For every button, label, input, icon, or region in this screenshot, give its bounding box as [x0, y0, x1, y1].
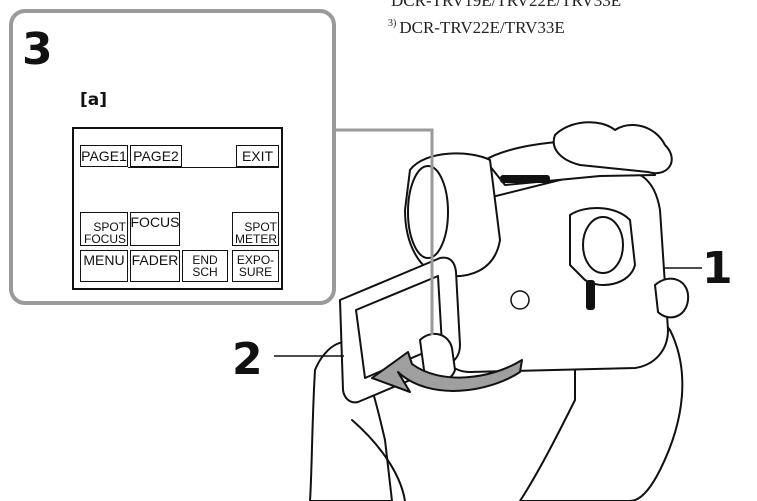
- menu-button[interactable]: MENU: [80, 250, 128, 282]
- exposure-label-2: SURE: [238, 265, 273, 279]
- spot-focus-label-1: SPOT: [93, 220, 126, 234]
- end-search-label-1: END: [192, 253, 218, 267]
- exit-button[interactable]: EXIT: [236, 145, 279, 167]
- lens-front: [407, 165, 449, 259]
- end-search-button[interactable]: END SCH: [182, 250, 228, 282]
- exposure-button[interactable]: EXPO- SURE: [232, 250, 279, 282]
- fader-button[interactable]: FADER: [130, 250, 180, 282]
- page2-tab[interactable]: PAGE2: [130, 145, 182, 167]
- top-button: [500, 175, 550, 183]
- focus-button[interactable]: FOCUS: [130, 212, 180, 246]
- spot-meter-button[interactable]: SPOT METER: [232, 212, 279, 246]
- touch-panel-screen: PAGE1 PAGE2 EXIT SPOT FOCUS FOCUS SPOT M…: [72, 127, 283, 290]
- model-note-line-1: DCR-TRV19E/TRV22E/TRV33E: [388, 0, 621, 11]
- spot-meter-label-2: METER: [235, 232, 277, 246]
- fingers: [552, 121, 673, 175]
- eyepiece-cup: [582, 216, 624, 274]
- end-search-label-2: SCH: [192, 265, 218, 279]
- footnote-mark: 3): [388, 18, 397, 29]
- step-3-number: 3: [22, 24, 53, 75]
- step-1-number: 1: [702, 243, 733, 294]
- speaker-grille: [510, 290, 530, 310]
- tab-underline: [128, 167, 279, 168]
- model-note-line-2: 3)DCR-TRV22E/TRV33E: [388, 18, 565, 38]
- spot-meter-label-1: SPOT: [244, 220, 277, 234]
- spot-focus-button[interactable]: SPOT FOCUS: [80, 212, 128, 246]
- callout-leader: [336, 128, 434, 335]
- model-note-text: DCR-TRV22E/TRV33E: [399, 18, 565, 37]
- model-note-text: DCR-TRV19E/TRV22E/TRV33E: [391, 0, 622, 10]
- spot-focus-label-2: FOCUS: [84, 232, 126, 246]
- page1-tab[interactable]: PAGE1: [80, 145, 128, 167]
- rotate-arrow: [371, 351, 523, 393]
- forearm-line: [351, 419, 406, 501]
- side-button: [586, 280, 595, 310]
- step-2-number: 2: [232, 334, 263, 385]
- screen-label-a: [a]: [80, 90, 108, 110]
- exposure-label-1: EXPO-: [236, 253, 275, 267]
- pinky-finger: [654, 277, 690, 319]
